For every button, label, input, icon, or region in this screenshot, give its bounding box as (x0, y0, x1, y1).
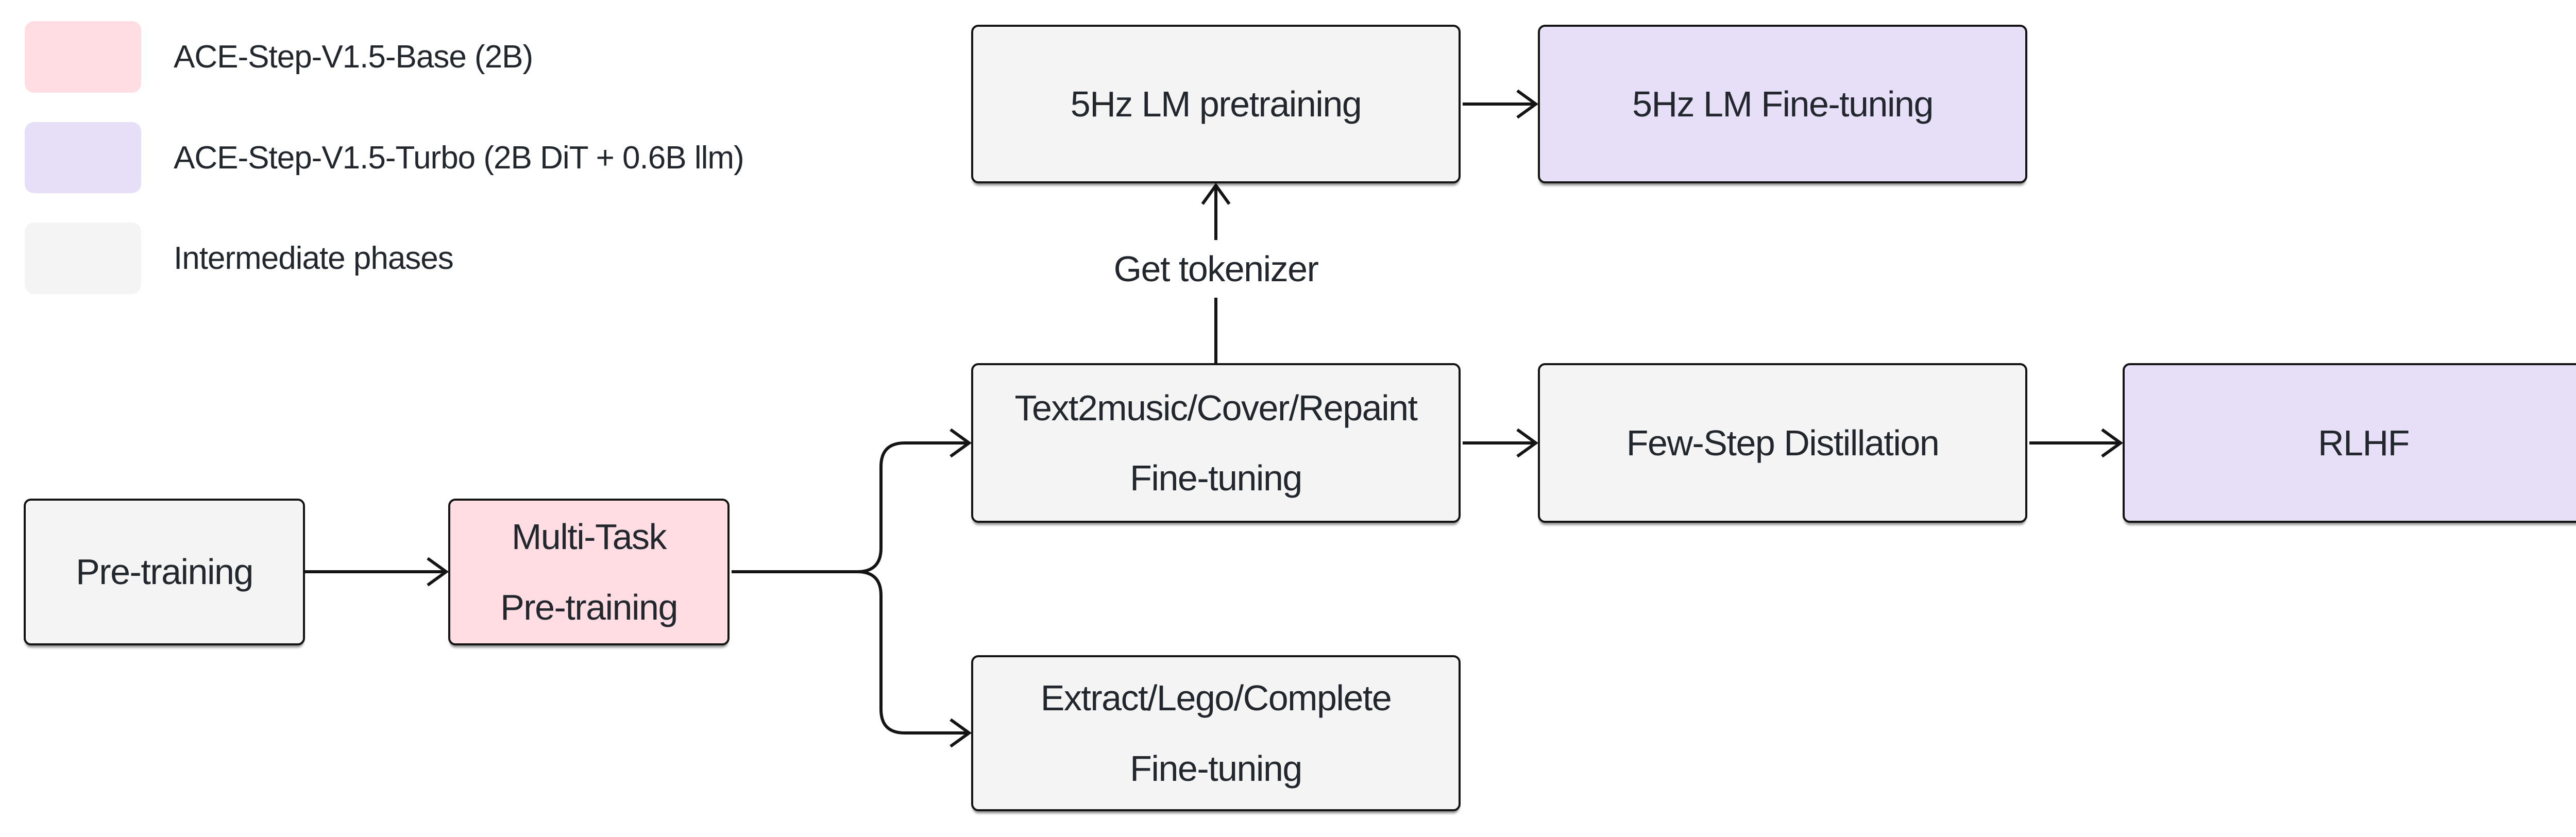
arrowhead-fewstep (1516, 428, 1539, 458)
node-label: Fine-tuning (1130, 458, 1302, 498)
node-label: Pre-training (500, 587, 678, 627)
arrowhead-multitask (427, 557, 449, 587)
legend-item-base: ACE-Step-V1.5-Base (2B) (25, 21, 533, 93)
arrowhead-5hz-finetuning (1516, 89, 1539, 119)
node-5hz-lm-finetuning: 5Hz LM Fine-tuning (1538, 25, 2027, 183)
legend-swatch-base (25, 21, 141, 93)
node-label: Fine-tuning (1130, 748, 1302, 789)
legend-item-intermediate: Intermediate phases (25, 223, 454, 294)
legend-item-turbo: ACE-Step-V1.5-Turbo (2B DiT + 0.6B llm) (25, 122, 744, 193)
edge-multitask-to-extract (857, 570, 969, 734)
arrowhead-extract (950, 718, 972, 748)
node-label: RLHF (2318, 422, 2410, 463)
legend-swatch-intermediate (25, 223, 141, 294)
node-rlhf: RLHF (2123, 363, 2576, 523)
node-label: Text2music/Cover/Repaint (1014, 387, 1418, 428)
node-label: 5Hz LM Fine-tuning (1632, 83, 1934, 124)
edge-label-get-tokenizer: Get tokenizer (1087, 240, 1345, 298)
arrowhead-5hz-pretraining (1201, 182, 1231, 205)
node-pre-training: Pre-training (24, 499, 305, 645)
legend-label-base: ACE-Step-V1.5-Base (2B) (174, 39, 533, 75)
node-label: 5Hz LM pretraining (1070, 83, 1362, 124)
legend-swatch-turbo (25, 122, 141, 193)
node-label: Multi-Task (511, 517, 667, 557)
node-label: Pre-training (76, 552, 253, 592)
node-extract-lego-complete-finetuning: Extract/Lego/Complete Fine-tuning (971, 655, 1461, 811)
legend-label-turbo: ACE-Step-V1.5-Turbo (2B DiT + 0.6B llm) (174, 140, 744, 176)
node-5hz-lm-pretraining: 5Hz LM pretraining (971, 25, 1461, 183)
node-few-step-distillation: Few-Step Distillation (1538, 363, 2027, 523)
node-text2music-cover-repaint-finetuning: Text2music/Cover/Repaint Fine-tuning (971, 363, 1461, 523)
arrowhead-text2music (950, 428, 972, 458)
node-multi-task-pre-training: Multi-Task Pre-training (448, 499, 730, 645)
legend-label-intermediate: Intermediate phases (174, 241, 454, 276)
node-label: Few-Step Distillation (1626, 422, 1940, 463)
edge-multitask-to-text2music (732, 441, 969, 573)
node-label: Extract/Lego/Complete (1040, 678, 1392, 718)
arrowhead-rlhf (2101, 428, 2124, 458)
